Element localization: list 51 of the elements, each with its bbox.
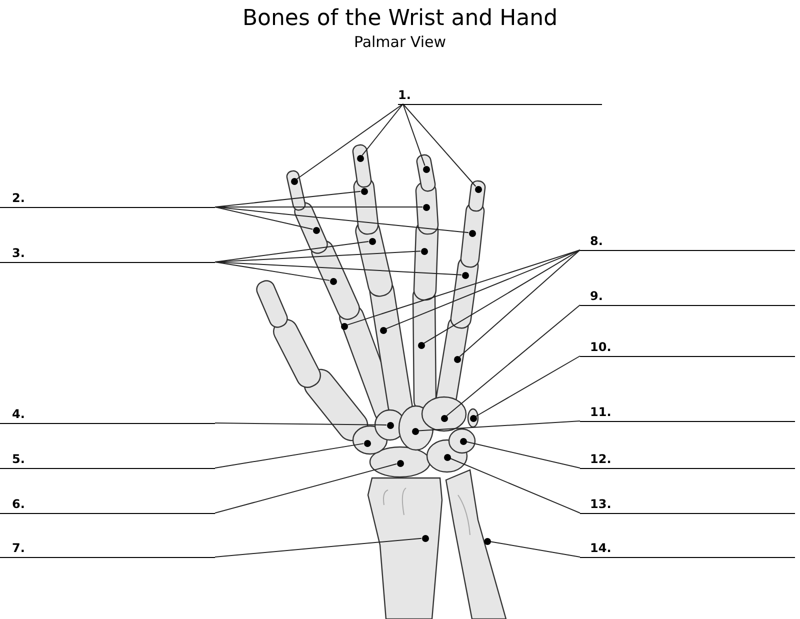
callout-number: 2. bbox=[12, 192, 25, 205]
answer-line bbox=[398, 90, 602, 105]
answer-line bbox=[0, 543, 215, 558]
leader-line bbox=[214, 463, 398, 514]
callout-number: 9. bbox=[590, 290, 603, 303]
leader-line bbox=[214, 240, 370, 262]
leader-line bbox=[476, 356, 580, 417]
callout-number: 7. bbox=[12, 542, 25, 555]
leader-line bbox=[214, 262, 462, 276]
answer-line bbox=[0, 499, 215, 514]
answer-line bbox=[0, 248, 215, 263]
callout-number: 1. bbox=[398, 89, 411, 102]
leader-line bbox=[424, 250, 580, 344]
leader-line bbox=[346, 250, 580, 326]
answer-line bbox=[0, 193, 215, 208]
leader-line bbox=[466, 441, 580, 468]
leader-line bbox=[459, 250, 580, 358]
leader-line bbox=[214, 443, 364, 468]
leader-line bbox=[214, 206, 314, 230]
leader-line bbox=[214, 538, 422, 558]
diagram-title: Bones of the Wrist and Hand bbox=[241, 6, 559, 31]
leader-line bbox=[214, 262, 330, 281]
callout-number: 5. bbox=[12, 453, 25, 466]
leader-line bbox=[402, 104, 476, 187]
leader-line bbox=[214, 206, 423, 208]
callout-number: 14. bbox=[590, 542, 612, 555]
leader-line bbox=[490, 541, 580, 558]
answer-line bbox=[0, 409, 215, 424]
callout-number: 13. bbox=[590, 498, 612, 511]
answer-line bbox=[580, 454, 795, 469]
answer-line bbox=[580, 407, 795, 422]
answer-line bbox=[580, 499, 795, 514]
callout-number: 8. bbox=[590, 235, 603, 248]
leader-line bbox=[214, 190, 362, 208]
callout-number: 12. bbox=[590, 453, 612, 466]
answer-line bbox=[580, 236, 795, 251]
callout-number: 6. bbox=[12, 498, 25, 511]
leader-line bbox=[214, 206, 470, 234]
callout-number: 3. bbox=[12, 247, 25, 260]
callout-number: 10. bbox=[590, 341, 612, 354]
leader-line bbox=[362, 104, 404, 156]
leader-line bbox=[446, 304, 580, 416]
callout-number: 11. bbox=[590, 406, 612, 419]
callout-number: 4. bbox=[12, 408, 25, 421]
leader-line bbox=[386, 250, 580, 330]
leader-line bbox=[296, 104, 404, 180]
answer-line bbox=[580, 291, 795, 306]
answer-line bbox=[580, 342, 795, 357]
subtitle: Palmar View bbox=[352, 33, 448, 51]
answer-line bbox=[580, 543, 795, 558]
answer-line bbox=[0, 454, 215, 469]
